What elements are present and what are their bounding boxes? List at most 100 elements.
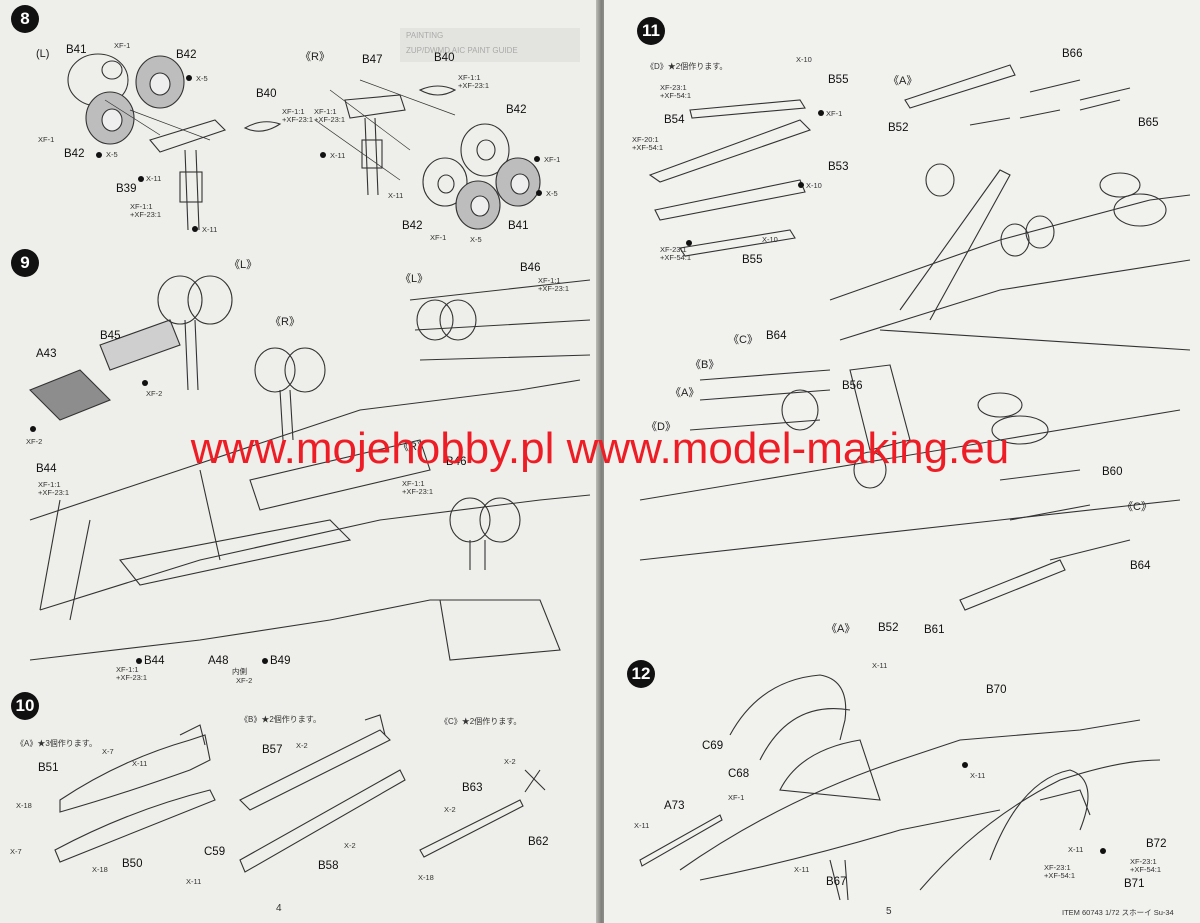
- step8-wheel-l-tire: [135, 55, 185, 109]
- part-b51: B51: [38, 762, 59, 774]
- part-c59: C59: [204, 846, 226, 858]
- step9-a43: [29, 369, 111, 421]
- paint-dot: [536, 190, 542, 196]
- paint-x18: X-18: [16, 801, 32, 810]
- step10-bomb-a: [59, 734, 211, 813]
- part-b46: B46: [446, 456, 467, 468]
- part-b72: B72: [1146, 838, 1167, 850]
- part-b52: B52: [878, 622, 899, 634]
- paint-mix-xf23-xf54: XF-23:1 +XF-54:1: [660, 83, 692, 100]
- step9-fuselage-top: [29, 379, 581, 521]
- part-b58: B58: [318, 860, 339, 872]
- part-b55: B55: [742, 254, 763, 266]
- paint-xf1: XF-1: [114, 41, 131, 50]
- step8-orient-left: (L): [36, 48, 50, 60]
- step12-canopy: [729, 674, 847, 741]
- step10-note-a: 《A》★3個作ります。: [16, 739, 97, 748]
- page-number-right: 5: [886, 906, 892, 917]
- step-9-number: 9: [11, 249, 39, 277]
- step10-note-c: 《C》★2個作ります。: [440, 717, 522, 726]
- step11-pod-d1: [689, 99, 806, 119]
- part-b63: B63: [462, 782, 483, 794]
- paint-dot: [1100, 848, 1106, 854]
- paint-dot: [962, 762, 968, 768]
- part-c69: C69: [702, 740, 724, 752]
- paint-x7: X-7: [102, 747, 114, 756]
- paint-xf1: XF-1: [430, 233, 447, 242]
- paint-xf1: XF-1: [826, 109, 843, 118]
- step-11-number: 11: [637, 17, 665, 45]
- paint-xf1: XF-1: [728, 793, 745, 802]
- paint-dot: [798, 182, 804, 188]
- part-b66: B66: [1062, 48, 1083, 60]
- paint-x5: X-5: [470, 235, 482, 244]
- part-b40: B40: [434, 52, 455, 64]
- step10-missile-b: [239, 729, 391, 811]
- paint-dot: [30, 426, 36, 432]
- paint-xf1: XF-1: [544, 155, 561, 164]
- paint-dot: [818, 110, 824, 116]
- part-b42: B42: [176, 49, 197, 61]
- paint-x10: X-10: [796, 55, 812, 64]
- paint-dot: [136, 658, 142, 664]
- part-b56: B56: [842, 380, 863, 392]
- paint-dot: [142, 380, 148, 386]
- part-b70: B70: [986, 684, 1007, 696]
- part-b67: B67: [826, 876, 847, 888]
- part-b41: B41: [508, 220, 529, 232]
- ghost-header-subtitle: ZUP/DWMD AIC PAINT GUIDE: [406, 46, 518, 55]
- part-b44: B44: [144, 655, 165, 667]
- part-b39: B39: [116, 183, 137, 195]
- step11-bomb-a: [904, 64, 1016, 109]
- step8-bogie: [149, 119, 227, 153]
- paint-dot: [138, 176, 144, 182]
- ghost-header-block: PAINTING ZUP/DWMD AIC PAINT GUIDE: [400, 28, 580, 62]
- paint-x11: X-11: [186, 877, 202, 886]
- paint-x2: X-2: [504, 757, 516, 766]
- paint-mix-xf23-xf54: XF-23:1 +XF-54:1: [1130, 857, 1162, 874]
- part-b44: B44: [36, 463, 57, 475]
- ghost-header-title: PAINTING: [406, 31, 444, 40]
- step11-orient-a-3: 《A》: [826, 623, 856, 635]
- paint-mix-xf1-xf23: XF-1:1 +XF-23:1: [130, 202, 162, 219]
- step8-wheel-l2-tire: [85, 91, 135, 145]
- step9-orient-left: 《L》: [229, 259, 258, 271]
- paint-dot: [96, 152, 102, 158]
- paint-x11: X-11: [634, 821, 650, 830]
- part-b57: B57: [262, 744, 283, 756]
- part-b41: B41: [66, 44, 87, 56]
- paint-mix-xf1-xf23: XF-1:1 +XF-23:1: [282, 107, 314, 124]
- paint-mix-xf20-xf54: XF-20:1 +XF-54:1: [632, 135, 664, 152]
- part-b64: B64: [1130, 560, 1151, 572]
- step11-fuselage: [829, 194, 1191, 301]
- step9-orient-right-2: 《R》: [398, 441, 428, 453]
- part-b60: B60: [1102, 466, 1123, 478]
- part-a73: A73: [664, 800, 685, 812]
- paint-mix-xf1-xf23: XF-1:1 +XF-23:1: [314, 107, 346, 124]
- paint-dot: [186, 75, 192, 81]
- paint-dot: [262, 658, 268, 664]
- part-b71: B71: [1124, 878, 1145, 890]
- paint-dot: [534, 156, 540, 162]
- step11-orient-c-2: 《C》: [1122, 501, 1152, 513]
- part-b50: B50: [122, 858, 143, 870]
- paint-x18: X-18: [418, 873, 434, 882]
- part-b55: B55: [828, 74, 849, 86]
- paint-x11: X-11: [388, 191, 404, 200]
- part-b53: B53: [828, 161, 849, 173]
- part-b61: B61: [924, 624, 945, 636]
- paint-mix-xf23-xf54: XF-23:1 +XF-54:1: [660, 245, 692, 262]
- step11-note-d: 《D》★2個作ります。: [646, 62, 728, 71]
- step11-orient-b: 《B》: [690, 359, 720, 371]
- step9-orient-right: 《R》: [270, 316, 300, 328]
- part-b42: B42: [64, 148, 85, 160]
- step12-nose: [679, 719, 1141, 871]
- step11-orient-a: 《A》: [888, 75, 918, 87]
- step9-orient-left-2: 《L》: [400, 273, 429, 285]
- paint-x11: X-11: [872, 661, 888, 670]
- step11-orient-c: 《C》: [728, 334, 758, 346]
- step8-orient-right: 《R》: [300, 51, 330, 63]
- paint-xf2: XF-2: [146, 389, 163, 398]
- paint-x11: X-11: [970, 771, 986, 780]
